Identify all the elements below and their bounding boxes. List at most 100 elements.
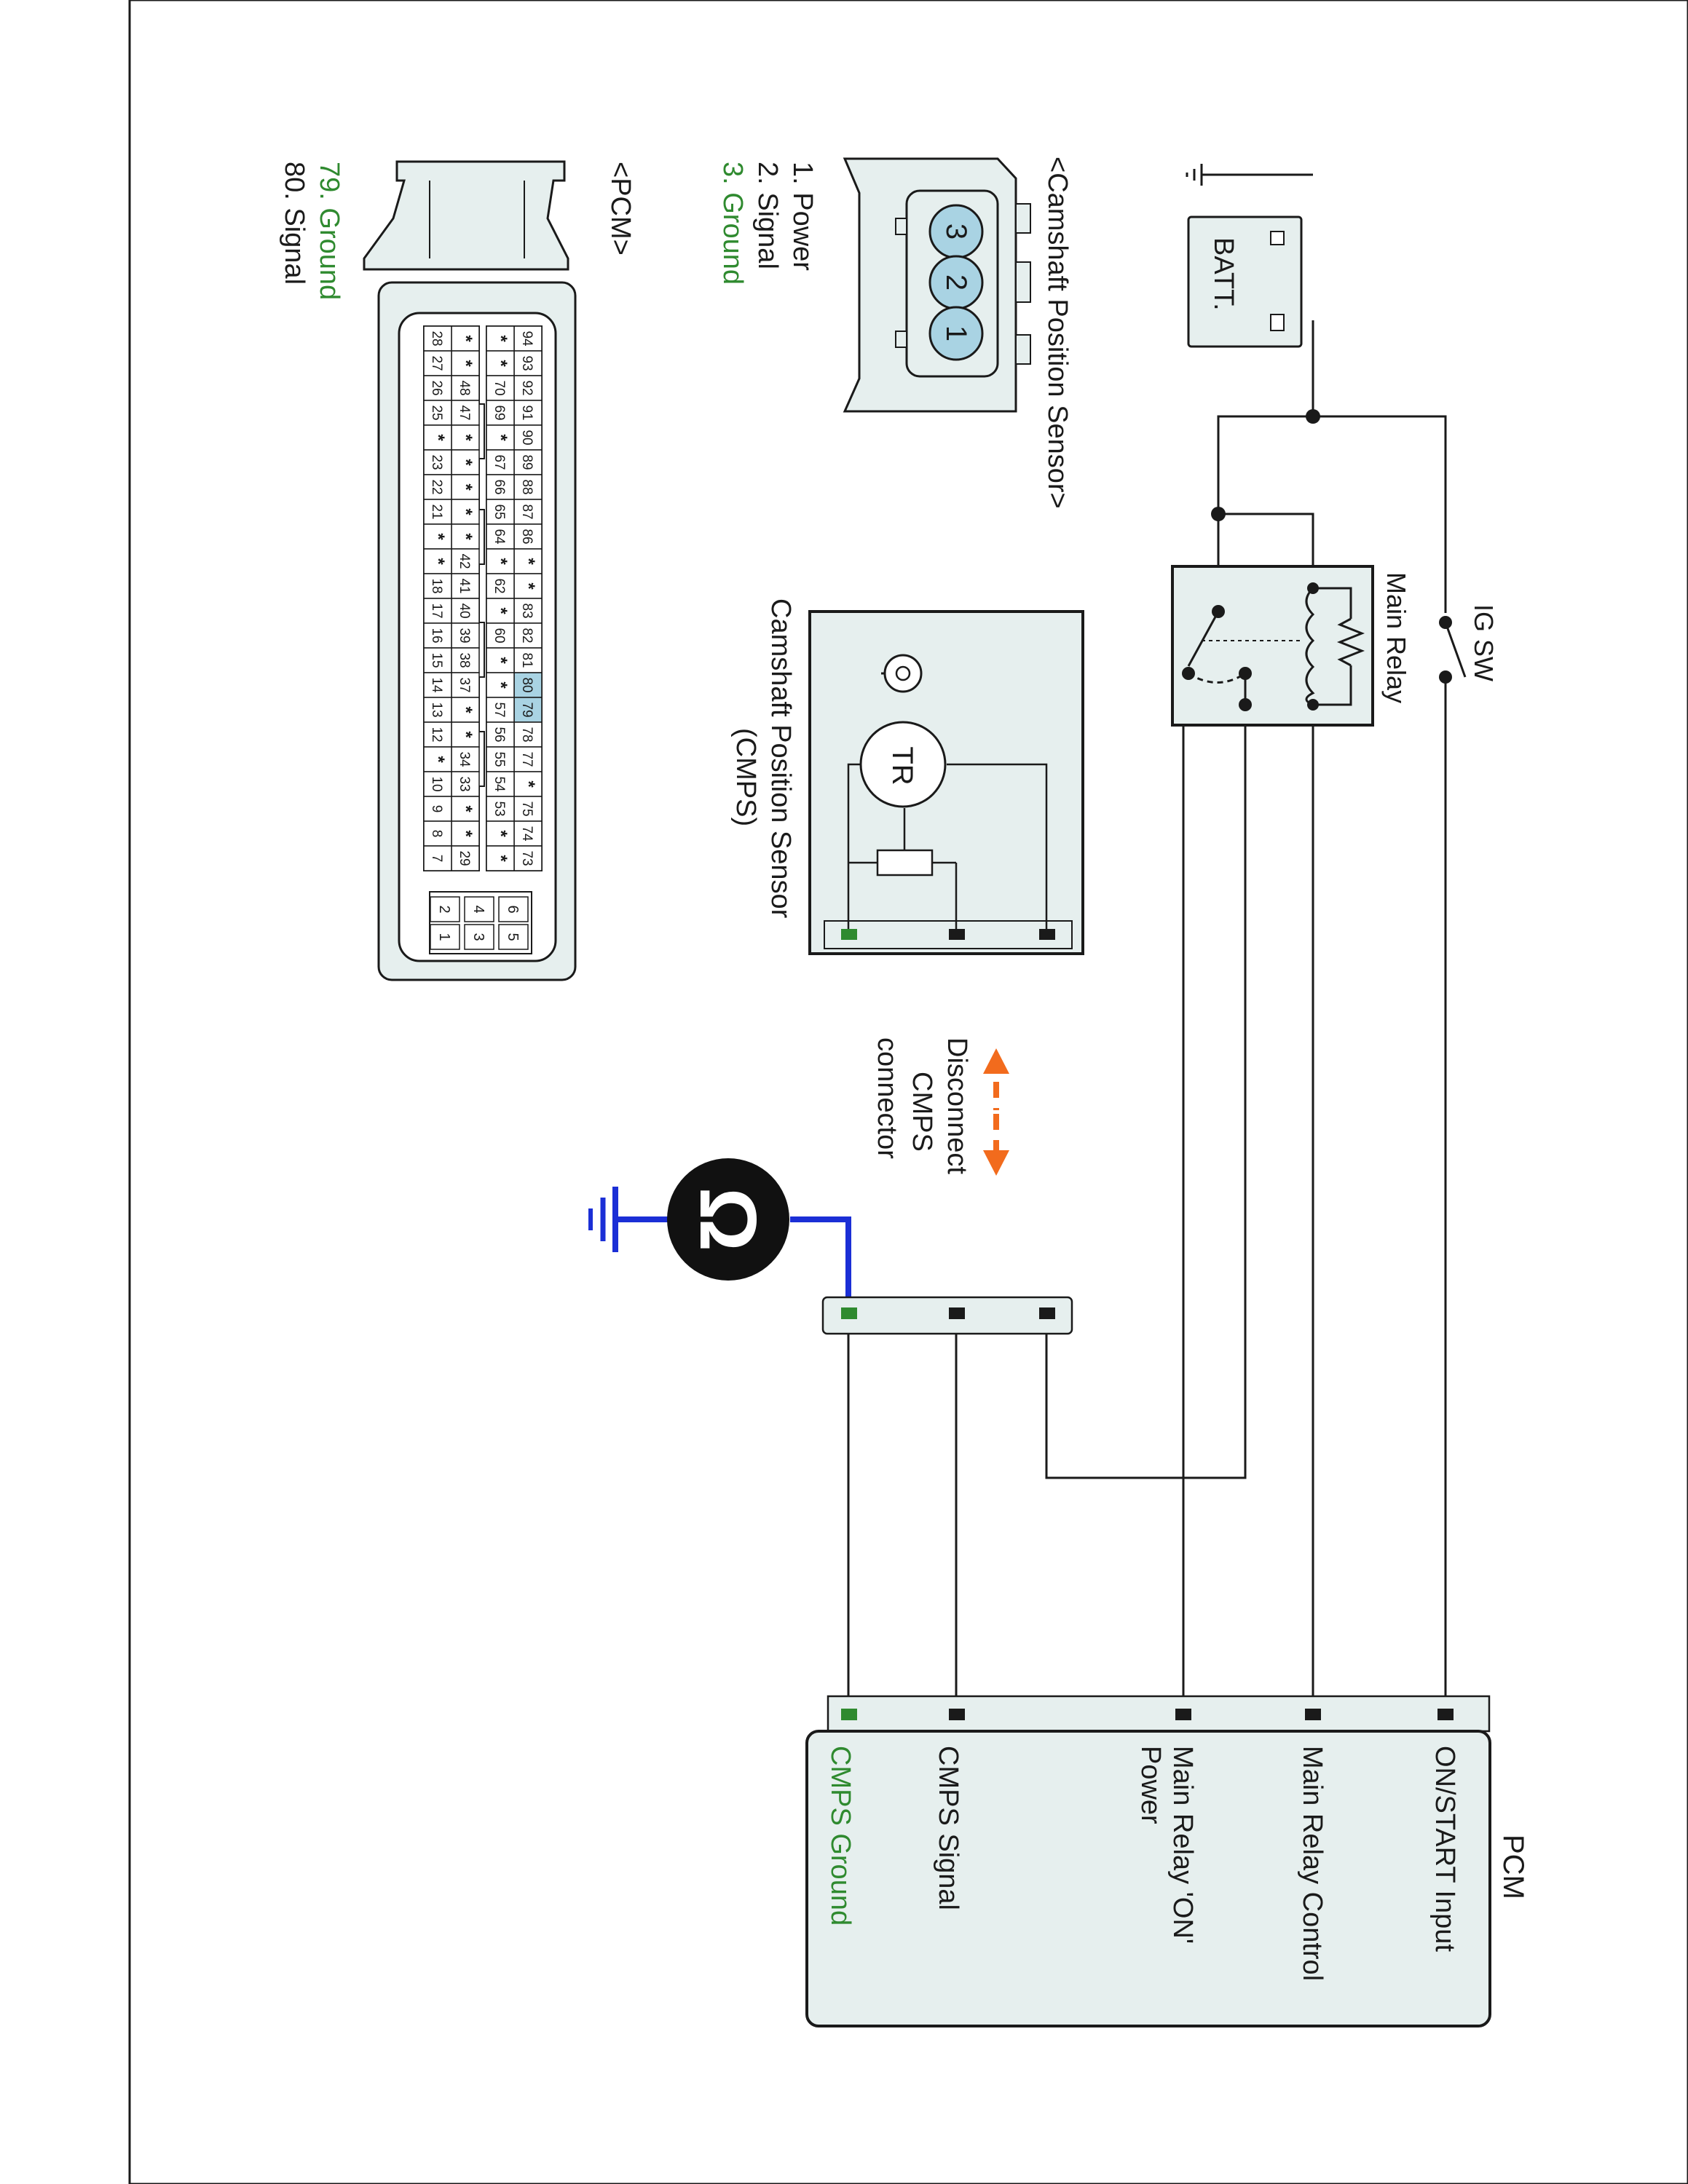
pcm-label-on-start: ON/START Input <box>1429 1746 1460 1952</box>
pcm-pin-label: * <box>491 855 510 862</box>
pcm-pin-label: 29 <box>457 850 472 866</box>
pcm-pin-cell <box>513 771 543 797</box>
pcm-pin-cell <box>423 845 452 871</box>
ignition-switch: IG SW <box>1439 604 1499 684</box>
pcm-pin-cell <box>513 350 543 376</box>
pcm-terminal-relay-on-power <box>1175 1709 1191 1720</box>
pcm-pin-label: 14 <box>429 677 444 693</box>
cmps-pin-ground <box>841 929 857 940</box>
pcm-pin-label: 64 <box>492 529 507 545</box>
arrow-up-icon <box>983 1048 1009 1074</box>
cmps-connector-title: <Camshaft Position Sensor> <box>1042 157 1073 509</box>
pcm-pin-label: 60 <box>492 628 507 643</box>
cmps-connector-face: 3 2 1 <Camshaft Position Sensor> 1. Powe… <box>717 157 1073 509</box>
pcm-pin-cell <box>486 474 515 500</box>
pcm-pin-label: 90 <box>519 430 535 445</box>
pcm-pin-label: 87 <box>519 504 535 519</box>
pcm-pin-label: 62 <box>492 578 507 593</box>
pcm-pin-cell <box>423 375 452 401</box>
pcm-pin-label: 93 <box>519 355 535 371</box>
pcm-label-relay-on-power-1: Main Relay 'ON' <box>1167 1746 1198 1944</box>
pcm-small-pin-cell <box>498 924 529 950</box>
pcm-pin-cell <box>451 449 480 475</box>
pcm-pin-cell <box>486 573 515 599</box>
cmps-pin-power <box>1039 929 1055 940</box>
pcm-pin-label: * <box>491 681 510 689</box>
instruction-line-2: CMPS <box>907 1072 937 1152</box>
pcm-small-pin-label: 6 <box>505 905 521 913</box>
pcm-pin-cell <box>513 796 543 822</box>
pcm-small-pin-cell <box>464 924 494 950</box>
pcm-pin-cell <box>486 325 515 352</box>
pcm-pin-label: 17 <box>429 603 444 618</box>
pcm-pin-cell <box>423 325 452 352</box>
pcm-pin-label: 78 <box>519 727 535 742</box>
pcm-pin-label: 42 <box>457 553 472 569</box>
pcm-pin-cell <box>423 820 452 847</box>
cmps-pin-1 <box>928 306 984 361</box>
pcm-pin-label: 8 <box>429 830 444 838</box>
pcm-pin-label: 67 <box>492 454 507 470</box>
pcm-pin-label: 27 <box>429 355 444 371</box>
pcm-small-pin-cell <box>464 896 494 922</box>
pcm-pin-cell <box>486 746 515 772</box>
pcm-pin-label: 53 <box>492 801 507 816</box>
pcm-pin-label: * <box>491 335 510 342</box>
pcm-pin-label: 21 <box>429 504 444 519</box>
pcm-terminal-cmps-ground <box>841 1709 857 1720</box>
pcm-pin-label: 69 <box>492 405 507 420</box>
cmps-pin-label-signal: 2. Signal <box>752 162 783 269</box>
pcm-pin-cell <box>423 424 452 451</box>
pcm-pin-label: 94 <box>519 331 535 347</box>
pcm-small-pin-label: 5 <box>505 933 521 941</box>
pcm-pin-cell <box>513 474 543 500</box>
pcm-label-cmps-signal: CMPS Signal <box>933 1746 963 1910</box>
pcm-pin-label: * <box>518 558 538 565</box>
pcm-pin-cell <box>423 523 452 550</box>
pcm-pin-label: * <box>456 360 476 367</box>
pcm-pin-label: 66 <box>492 479 507 494</box>
pcm-pin-label: * <box>428 558 448 565</box>
pcm-pin-label: 77 <box>519 751 535 767</box>
pcm-pin-cell <box>486 820 515 847</box>
pcm-pin-cell <box>486 449 515 475</box>
pcm-pin-label: * <box>456 508 476 515</box>
page-border <box>128 0 1688 2184</box>
pcm-pin-grid: 949392919089888786**83828180797877*75747… <box>423 325 543 950</box>
pcm-pin-label: 56 <box>492 727 507 742</box>
cmps-pin-signal <box>949 929 965 940</box>
harness-connector <box>821 1296 1073 1335</box>
pcm-pin-cell <box>486 499 515 525</box>
pcm-pin-label: * <box>456 830 476 837</box>
pcm-pin-label: * <box>428 434 448 441</box>
pcm-pin-label: 39 <box>457 628 472 643</box>
pcm-pin-cell <box>423 647 452 673</box>
pcm-pin-label: 92 <box>519 380 535 395</box>
pcm-pin-cell <box>486 523 515 550</box>
pcm-pin-label: 89 <box>519 454 535 470</box>
pcm-pin-label: 25 <box>429 405 444 420</box>
pcm-pin-cell <box>513 499 543 525</box>
disconnect-instruction: Disconnect CMPS connector <box>872 1037 1009 1176</box>
pcm-pin-cell <box>423 548 452 574</box>
pcm-small-pin-label: 4 <box>470 905 486 913</box>
pcm-pin-label: 12 <box>429 727 444 742</box>
cmps-pin-label-power: 1. Power <box>787 162 818 271</box>
pcm-pin-label: * <box>491 830 510 837</box>
pcm-pin-label: 37 <box>457 677 472 692</box>
pcm-pin-label: * <box>428 756 448 763</box>
pcm-box: PCM ON/START Input Main Relay Control Ma… <box>805 1695 1529 2027</box>
pcm-pin-label: 83 <box>519 603 535 618</box>
ohm-symbol: Ω <box>683 1187 773 1251</box>
pcm-pin-label: * <box>456 706 476 713</box>
pin-number-3: 3 <box>940 223 972 240</box>
pcm-pin-cell <box>486 845 515 871</box>
pcm-pin-cell <box>423 474 452 500</box>
battery: BATT. <box>1187 215 1303 348</box>
instruction-line-1: Disconnect <box>942 1037 972 1174</box>
pcm-pin-label: * <box>456 731 476 738</box>
pcm-pin-label: * <box>518 780 538 788</box>
pcm-terminal-on-start <box>1437 1709 1454 1720</box>
pcm-pin-label: * <box>428 533 448 540</box>
sensor-title-line2: (CMPS) <box>730 728 761 826</box>
